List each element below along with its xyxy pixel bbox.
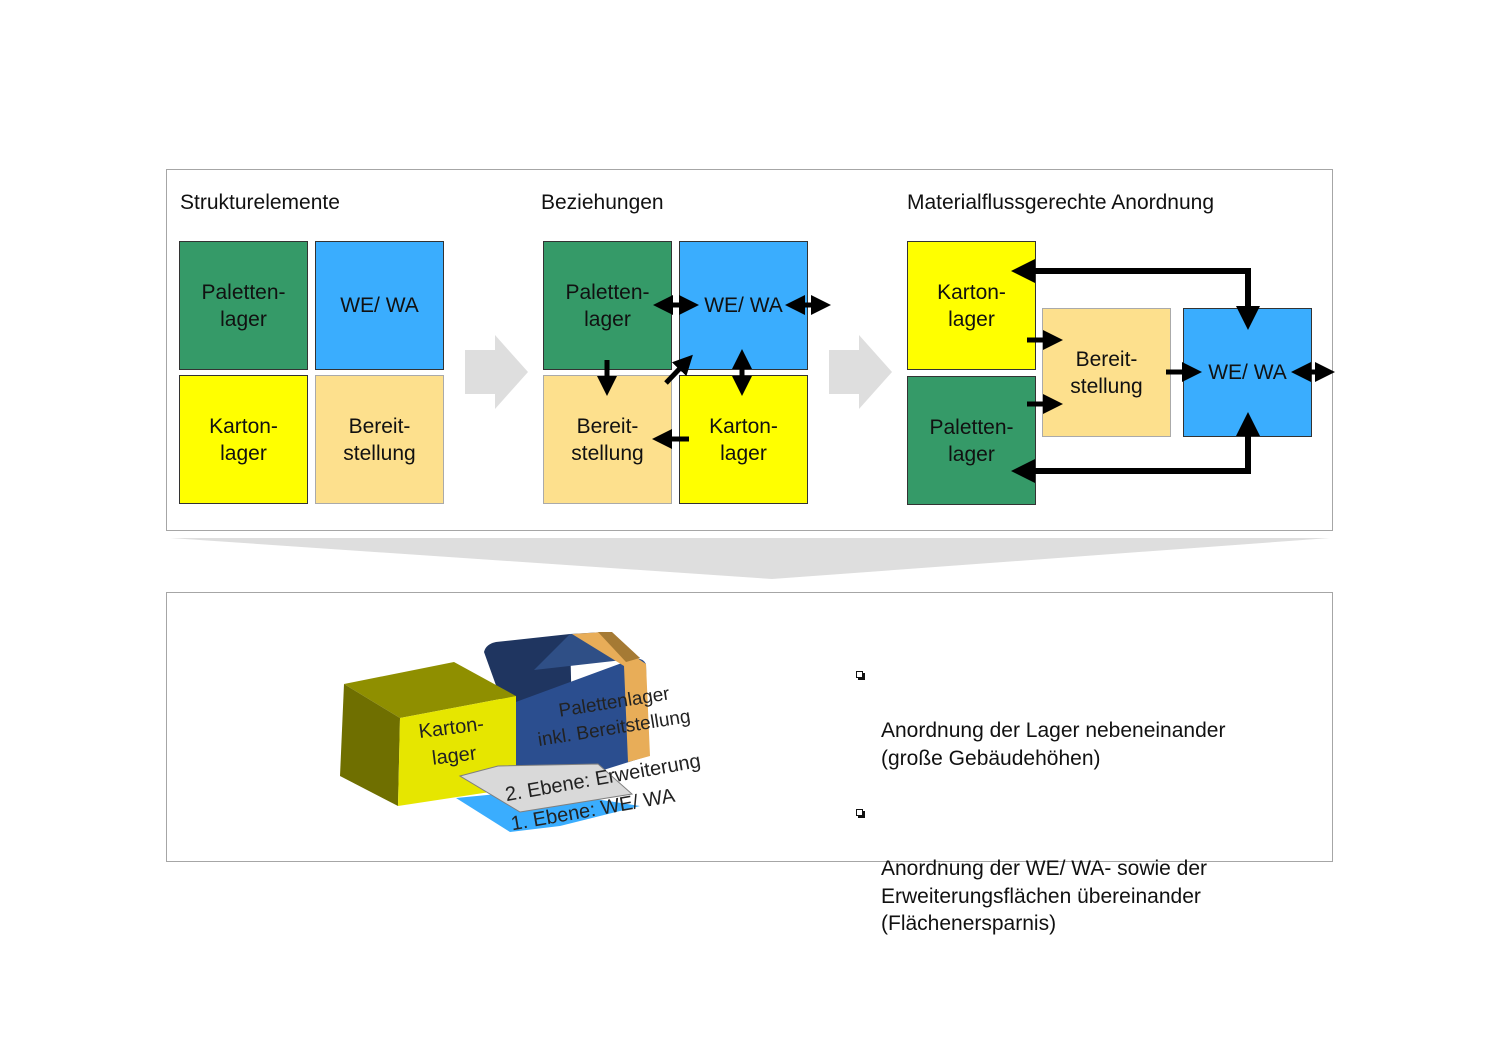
checkbox-bullet-icon bbox=[856, 809, 865, 818]
structure-block-pallet: Paletten- lager bbox=[179, 241, 308, 370]
bullet-text: Anordnung der Lager nebeneinander (große… bbox=[881, 719, 1226, 770]
arrangement-block-pallet: Paletten- lager bbox=[907, 376, 1036, 505]
bullet-text: Anordnung der WE/ WA- sowie der Erweiter… bbox=[881, 857, 1208, 935]
bullet-item: Anordnung der Lager nebeneinander (große… bbox=[856, 662, 1225, 772]
structure-block-staging: Bereit- stellung bbox=[315, 375, 444, 504]
relations-block-carton: Karton- lager bbox=[679, 375, 808, 504]
arrangement-block-staging: Bereit- stellung bbox=[1042, 308, 1171, 437]
structure-block-carton: Karton- lager bbox=[179, 375, 308, 504]
arrangement-block-carton: Karton- lager bbox=[907, 241, 1036, 370]
bullet-item: Anordnung der WE/ WA- sowie der Erweiter… bbox=[856, 800, 1225, 938]
relations-block-wewa: WE/ WA bbox=[679, 241, 808, 370]
relations-block-staging: Bereit- stellung bbox=[543, 375, 672, 504]
title-relations: Beziehungen bbox=[541, 191, 664, 214]
structure-block-wewa: WE/ WA bbox=[315, 241, 444, 370]
title-structure: Strukturelemente bbox=[180, 191, 340, 214]
arrangement-block-wewa: WE/ WA bbox=[1183, 308, 1312, 437]
relations-block-pallet: Paletten- lager bbox=[543, 241, 672, 370]
checkbox-bullet-icon bbox=[856, 671, 865, 680]
summary-bullets: Anordnung der Lager nebeneinander (große… bbox=[856, 662, 1225, 938]
title-arrangement: Materialflussgerechte Anordnung bbox=[907, 191, 1215, 214]
